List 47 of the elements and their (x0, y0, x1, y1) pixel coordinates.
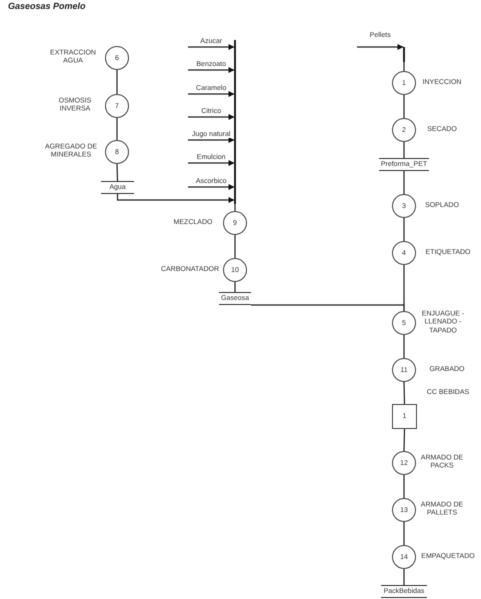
process-circle (392, 358, 416, 382)
process-circle (392, 311, 416, 335)
flow-line (116, 70, 118, 94)
data-store (379, 158, 429, 171)
process-circle (392, 194, 416, 218)
arrow (188, 137, 234, 143)
flow-line (116, 118, 118, 140)
arrow (357, 44, 404, 50)
flow-line (403, 522, 405, 545)
arrow (188, 67, 234, 73)
collector-line (234, 40, 236, 204)
flow-line (403, 95, 405, 118)
data-store (101, 181, 134, 194)
flow-line (403, 218, 405, 241)
flow-line (403, 569, 405, 585)
arrow (188, 91, 234, 97)
flow-line (403, 142, 405, 158)
process-circle (392, 451, 416, 475)
arrow (188, 114, 234, 120)
flow-line (403, 428, 406, 452)
flow-line (403, 171, 405, 194)
data-store (219, 292, 251, 305)
flow-line (116, 164, 118, 182)
process-circle (105, 46, 129, 70)
arrow (188, 44, 234, 50)
arrow (188, 184, 234, 190)
inspection-square (392, 404, 417, 429)
flow-line (234, 235, 236, 258)
process-circle (223, 211, 247, 235)
diagram-title: Gaseosas Pomelo (8, 1, 86, 12)
process-circle (392, 545, 416, 569)
flow-line (403, 382, 406, 404)
flow-line (251, 304, 405, 311)
arrow (188, 160, 234, 166)
flow-line (403, 335, 405, 358)
process-circle (392, 118, 416, 142)
process-circle (392, 241, 416, 265)
collector-line (403, 47, 405, 62)
process-circle (105, 94, 129, 118)
data-store (381, 585, 427, 598)
process-circle (223, 258, 247, 282)
process-circle (105, 140, 129, 164)
process-circle (392, 71, 416, 95)
flow-line (234, 282, 236, 292)
process-circle (392, 498, 416, 522)
flow-line (403, 475, 405, 498)
arrow (116, 194, 234, 203)
